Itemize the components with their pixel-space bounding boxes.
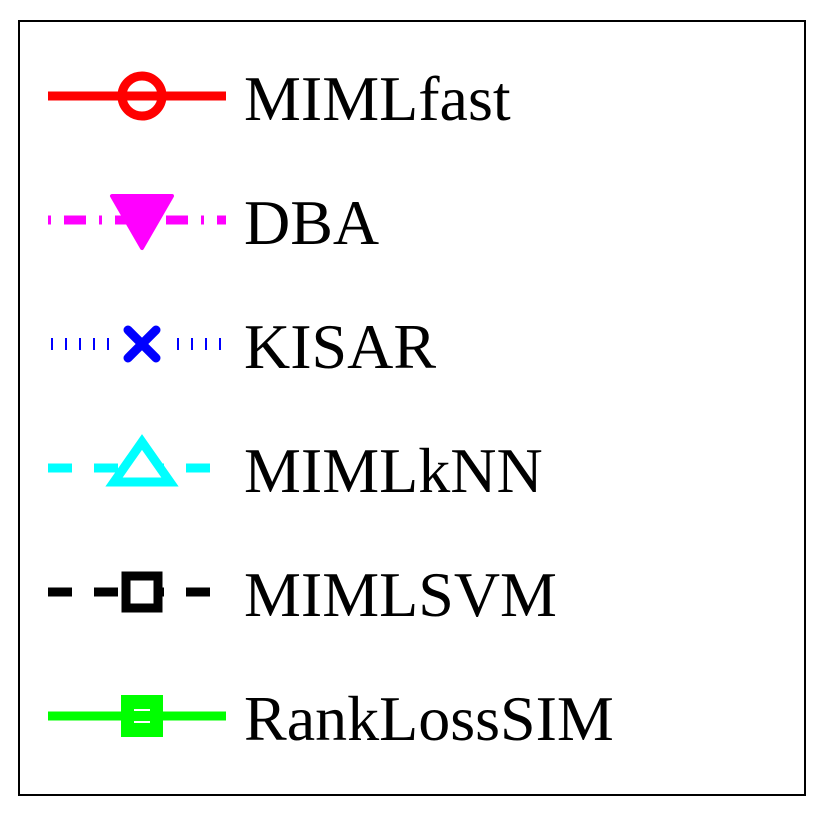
legend-entry-mimlsvm: MIMLSVM (48, 559, 557, 630)
legend-entry-kisar: KISAR (51, 311, 436, 382)
mimlsvm-marker-square (121, 571, 163, 613)
legend-frame (18, 20, 806, 796)
legend-label-mimlsvm: MIMLSVM (244, 559, 557, 630)
ranklosssim-marker-square (121, 695, 163, 737)
kisar-marker-x-b (123, 325, 161, 363)
legend-entry-mimlfast: MIMLfast (48, 63, 511, 134)
legend-label-ranklosssim: RankLossSIM (244, 683, 614, 754)
legend-entry-mimlknn: MIMLkNN (48, 434, 543, 506)
legend-entry-ranklosssim: RankLossSIM (48, 683, 614, 754)
kisar-line (51, 338, 221, 350)
dba-marker-triangle (110, 194, 174, 250)
legend-label-dba: DBA (244, 187, 379, 258)
legend-entry-dba: DBA (48, 187, 379, 258)
legend-label-mimlknn: MIMLkNN (244, 435, 543, 506)
mimlknn-marker-triangle (105, 434, 179, 487)
legend-label-mimlfast: MIMLfast (244, 63, 511, 134)
legend-label-kisar: KISAR (244, 311, 436, 382)
